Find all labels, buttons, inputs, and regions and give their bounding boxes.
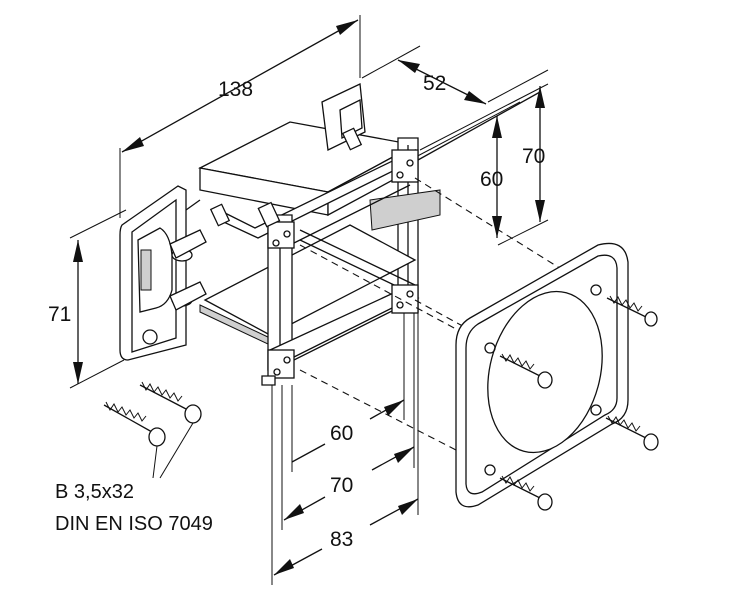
dim-label-60-width: 60 (330, 422, 353, 445)
screw-icon (499, 475, 553, 511)
dimension-60-height: 60 (409, 101, 521, 238)
dimension-71: 71 (48, 209, 127, 389)
screw-icon (103, 401, 166, 447)
corner-block-front-bottom (261, 349, 295, 386)
screw-leader-line (159, 422, 194, 479)
screw-icon (139, 381, 202, 424)
inner-shelf (203, 224, 417, 336)
dim-label-52: 52 (423, 72, 446, 95)
front-flange (119, 185, 207, 361)
mounting-box (198, 83, 441, 386)
dim-label-70-width: 70 (330, 474, 353, 497)
corner-block-front-top (267, 221, 295, 249)
screw-icon (605, 415, 659, 451)
dim-label-60-height: 60 (480, 168, 503, 191)
dim-label-71: 71 (48, 303, 71, 326)
dimension-138: 138 (119, 15, 361, 218)
screw-icon (606, 295, 658, 327)
dim-label-70-height: 70 (522, 145, 545, 168)
flange-hole (142, 329, 158, 345)
dimension-70-width: 70 (281, 300, 415, 530)
clamp-block (137, 227, 173, 313)
dimension-70-height: 70 (419, 83, 549, 246)
dim-label-138: 138 (218, 78, 253, 101)
dim-label-83: 83 (330, 528, 353, 551)
screw-icon (499, 353, 553, 389)
screw-group (103, 295, 659, 511)
dimension-83: 83 (271, 300, 419, 585)
corner-block-rear-top (391, 149, 419, 183)
screw-spec-size: B 3,5x32 (55, 481, 134, 503)
screw-spec-standard: DIN EN ISO 7049 (55, 513, 213, 535)
dimension-60-width: 60 (291, 305, 405, 472)
dimension-52: 52 (361, 45, 549, 105)
corner-block-rear-bottom (391, 284, 419, 314)
screw-leader-line (152, 445, 158, 479)
